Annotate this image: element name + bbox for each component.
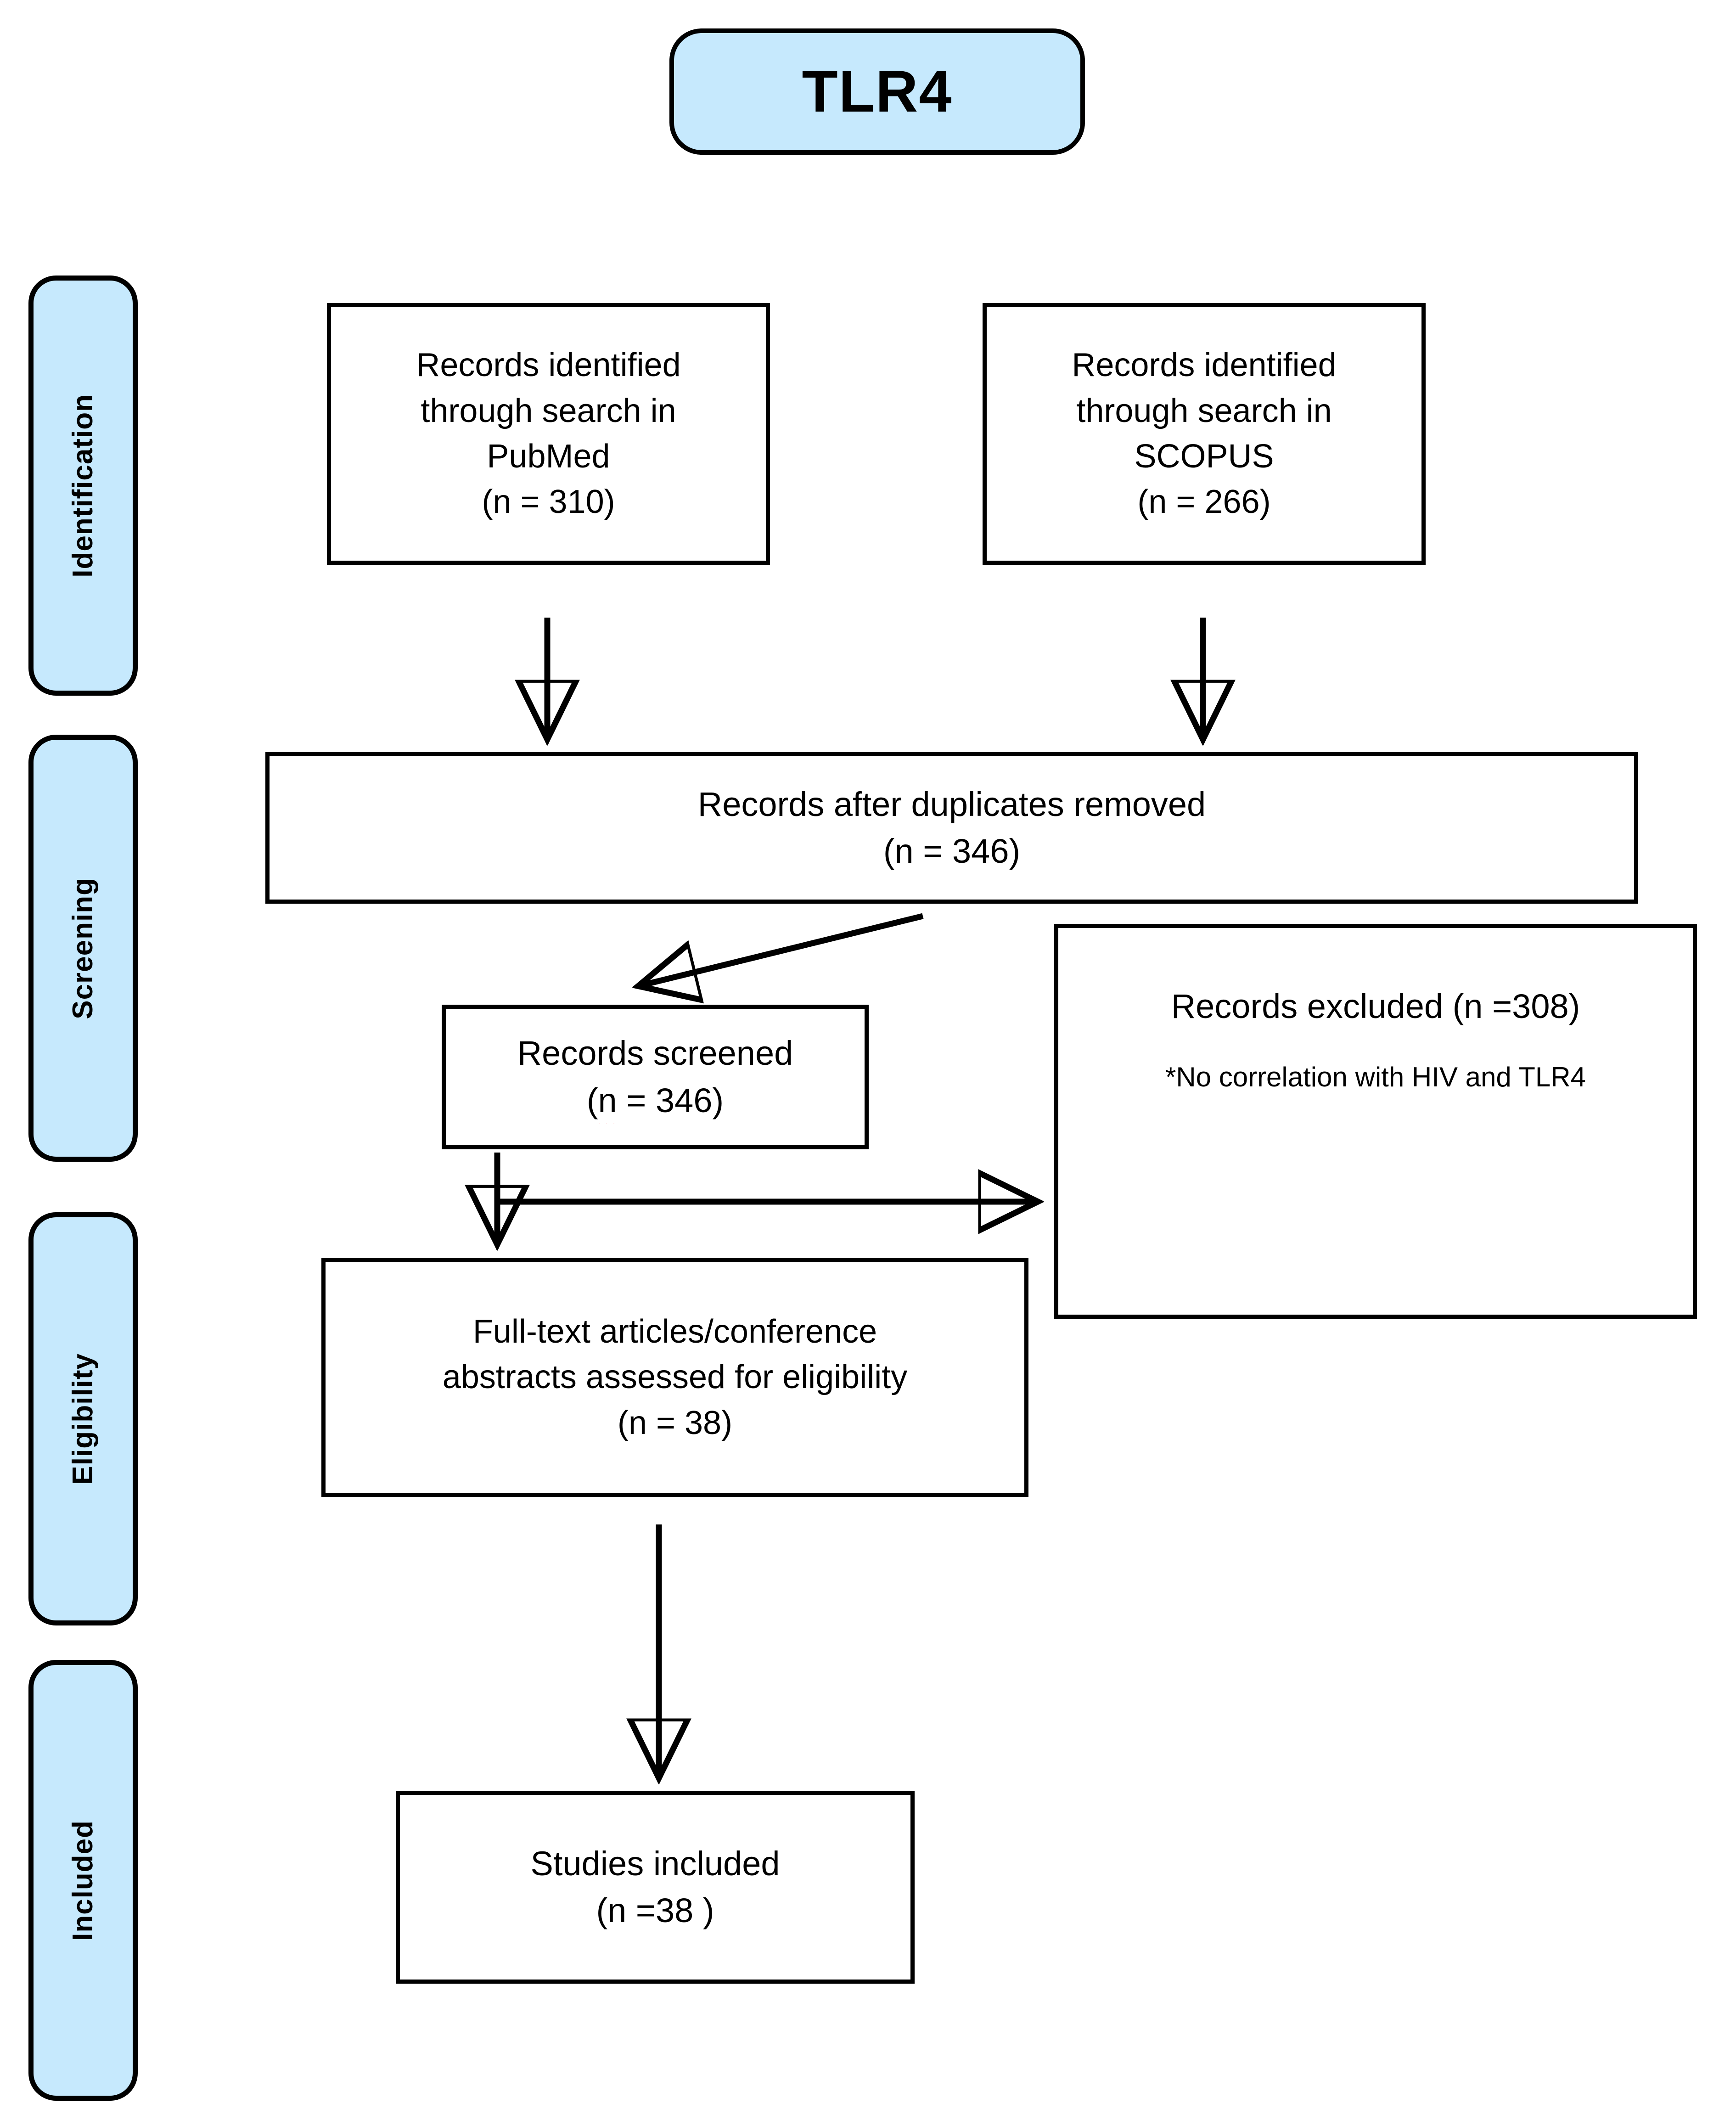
dedup-line-1: Records after duplicates removed: [697, 785, 1206, 823]
stage-band-included: Included: [28, 1660, 138, 2101]
scopus-line-1: Records identified: [1072, 347, 1337, 384]
box-records-screened: Records screened (n = 346): [442, 1005, 869, 1149]
included-count: (n =38 ): [596, 1891, 714, 1929]
stage-label-eligibility: Eligibility: [67, 1353, 99, 1485]
scopus-count: (n = 266): [1137, 484, 1271, 521]
stage-label-screening: Screening: [67, 877, 99, 1019]
box-studies-included: Studies included (n =38 ): [396, 1791, 915, 1984]
fulltext-line-2: abstracts assessed for eligibility: [442, 1359, 908, 1396]
pubmed-line-2: through search in: [421, 392, 676, 429]
stage-band-eligibility: Eligibility: [28, 1212, 138, 1625]
stage-band-screening: Screening: [28, 735, 138, 1162]
screened-count: (n = 346): [587, 1077, 724, 1124]
arrow-dedup-to-screened: [643, 913, 924, 985]
scopus-line-3: SCOPUS: [1134, 438, 1274, 475]
dedup-count: (n = 346): [883, 832, 1021, 870]
stage-label-included: Included: [67, 1820, 99, 1941]
scopus-line-2: through search in: [1076, 392, 1332, 429]
box-records-identified-pubmed: Records identified through search in Pub…: [327, 303, 770, 565]
box-records-excluded: Records excluded (n =308) *No correlatio…: [1054, 924, 1697, 1319]
page-title: TLR4: [802, 59, 953, 124]
pubmed-count: (n = 310): [482, 484, 615, 521]
screened-count-prefix: (: [586, 1081, 598, 1119]
stage-band-identification: Identification: [28, 276, 138, 696]
fulltext-line-1: Full-text articles/conference: [472, 1313, 877, 1350]
screened-count-suffix: = 346): [617, 1081, 724, 1119]
stage-label-identification: Identification: [67, 394, 99, 578]
box-records-identified-scopus: Records identified through search in SCO…: [983, 303, 1426, 565]
arrow-screened-to-excluded: [494, 1153, 1033, 1202]
included-line-1: Studies included: [530, 1844, 780, 1883]
diagram-title-box: TLR4: [669, 28, 1085, 155]
pubmed-line-1: Records identified: [416, 347, 681, 384]
excluded-reason-note: *No correlation with HIV and TLR4: [1165, 1062, 1586, 1093]
screened-count-misspelled-token: n: [598, 1081, 617, 1119]
screened-line-1: Records screened: [517, 1034, 793, 1073]
box-records-after-duplicates-removed: Records after duplicates removed (n = 34…: [265, 752, 1638, 904]
box-full-text-assessed: Full-text articles/conference abstracts …: [321, 1258, 1028, 1497]
fulltext-count: (n = 38): [617, 1404, 733, 1441]
pubmed-line-3: PubMed: [487, 438, 610, 475]
excluded-count: Records excluded (n =308): [1171, 987, 1580, 1025]
